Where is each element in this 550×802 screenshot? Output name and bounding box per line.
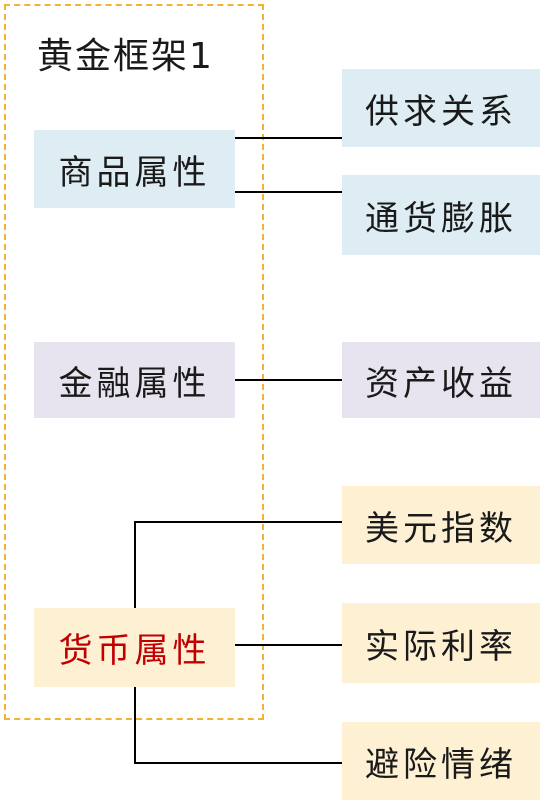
- attribute-commodity: 商品属性: [34, 130, 235, 208]
- connector-currency-safe-haven: [134, 687, 342, 764]
- factor-safe-haven-sentiment: 避险情绪: [342, 722, 540, 800]
- attribute-financial: 金融属性: [34, 342, 235, 418]
- factor-usd-index: 美元指数: [342, 486, 540, 564]
- attribute-currency: 货币属性: [34, 608, 235, 687]
- connector-currency-usd-index: [134, 521, 342, 608]
- frame-title: 黄金框架1: [37, 36, 214, 77]
- factor-supply-demand: 供求关系: [342, 69, 540, 147]
- factor-inflation: 通货膨胀: [342, 175, 540, 255]
- factor-asset-return: 资产收益: [342, 342, 540, 418]
- factor-real-interest-rate: 实际利率: [342, 603, 540, 683]
